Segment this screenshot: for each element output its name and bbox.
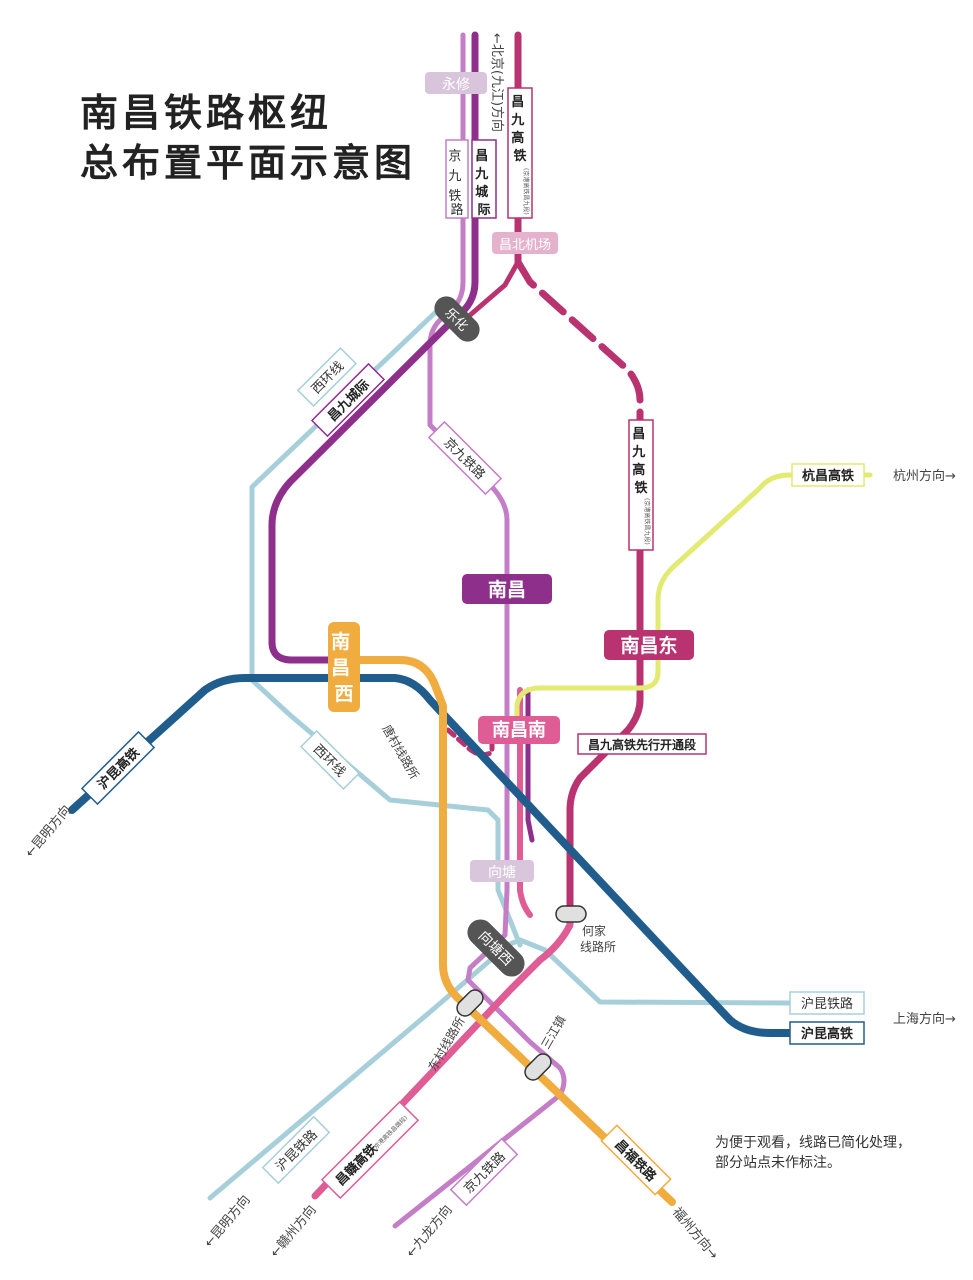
station-changbei-airport-box xyxy=(492,232,558,254)
label-jingjiu-diag: 京九铁路 xyxy=(427,420,503,496)
label-changjiu-early: 昌九高铁先行开通段 xyxy=(588,737,697,752)
cji-c2: 九 xyxy=(474,167,488,182)
station-nanchang-west-box xyxy=(328,622,360,712)
station-nanchang-west-char1: 南 xyxy=(331,631,350,653)
label-huokun-hsr-east-box xyxy=(789,1021,865,1045)
label-changjiu-early-box xyxy=(577,733,707,755)
station-sanjiang-label: 三江镇 xyxy=(538,1013,568,1051)
disclaimer-line2: 部分站点未作标注。 xyxy=(715,1155,841,1171)
junction-hejia-label-2: 线路所 xyxy=(580,939,616,954)
cjh-top-c1: 昌 xyxy=(511,95,524,110)
cji-c1: 昌 xyxy=(475,149,488,164)
label-huokun-rail-east-box xyxy=(789,991,865,1015)
jingjiu-top-c1: 京 xyxy=(448,149,461,164)
station-nanchang-east[interactable]: 南昌东 xyxy=(620,634,677,657)
cjh-mid-c2: 九 xyxy=(631,445,645,460)
label-xihuan-top: 西环线 xyxy=(296,346,358,408)
label-changjiu-hsr-top: 昌 九 高 铁 xyxy=(510,95,529,164)
label-changjiu-hsr-mid: 昌 九 高 铁 xyxy=(631,427,650,496)
cjh-top-c3: 高 xyxy=(511,130,524,146)
cji-c3: 城 xyxy=(475,184,488,200)
label-changjiu-intercity-box xyxy=(471,139,497,219)
jingjiu-top-c3: 铁 xyxy=(448,189,461,204)
station-nanchang-box xyxy=(462,574,552,604)
jingjiu-top-c2: 九 xyxy=(448,169,461,184)
dongcun-junction-marker xyxy=(456,989,484,1017)
cjh-mid-c1: 昌 xyxy=(632,427,645,442)
changgan-hsr-north xyxy=(517,687,533,918)
station-nanchang-west[interactable]: 南 昌 西 xyxy=(331,631,357,705)
changgan-hsr-line xyxy=(311,908,574,1200)
changjiu-intercity-line xyxy=(268,31,479,664)
station-nanchang-west-char2: 昌 xyxy=(331,657,350,679)
cjh-mid-c4: 铁 xyxy=(633,480,647,496)
huokun-hsr-line xyxy=(68,674,794,1037)
label-changjiu-intercity: 昌 九 城 际 xyxy=(474,149,493,218)
direction-kunming-top: ←昆明方向 xyxy=(22,802,75,860)
label-huokun-hsr-west: 沪昆高铁 xyxy=(80,730,156,806)
station-nanchang-west-char3: 西 xyxy=(334,683,353,705)
station-xiangtang-box xyxy=(470,860,534,882)
station-yongxiu[interactable]: 永修 xyxy=(442,77,470,93)
hejia-junction-marker xyxy=(555,905,587,923)
station-lehua-box xyxy=(434,296,480,342)
jingjiu-top-c4: 路 xyxy=(450,202,463,218)
station-nanchang-south-box xyxy=(478,716,560,744)
label-changjiu-hsr-mid-box xyxy=(628,419,654,551)
changjiu-hsr-dashed xyxy=(514,258,644,424)
label-jingjiu-top: 京 九 铁 路 xyxy=(448,149,465,218)
junction-hejia-label-1: 何家 xyxy=(582,923,606,938)
cjh-top-c2: 九 xyxy=(510,113,524,128)
station-xiangtang-west-box xyxy=(467,919,525,977)
label-changjiu-hsr-top-sub: (京港高铁昌九段) xyxy=(522,168,530,215)
label-xihuan-bottom: 西环线 xyxy=(299,729,361,791)
direction-hangzhou: 杭州方向→ xyxy=(893,468,956,484)
label-huokun-rail-east: 沪昆铁路 xyxy=(801,996,853,1012)
label-hangchang-box xyxy=(791,463,865,487)
direction-shanghai: 上海方向→ xyxy=(893,1011,956,1027)
label-jingjiu-top-box xyxy=(445,139,469,219)
changfu-rail-line xyxy=(341,656,676,1206)
cji-c4: 际 xyxy=(477,203,490,218)
label-huokun-hsr-east: 沪昆高铁 xyxy=(801,1026,853,1042)
direction-ganzhou: ←赣州方向 xyxy=(267,1202,320,1260)
label-changjiu-hsr-top-box xyxy=(507,87,533,219)
sanjiang-junction-marker xyxy=(524,1053,552,1081)
direction-kunming-bottom: ←昆明方向 xyxy=(201,1192,254,1250)
station-nanchang[interactable]: 南昌 xyxy=(488,579,526,601)
station-nanchang-east-box xyxy=(604,630,694,660)
disclaimer-line1: 为便于观看，线路已简化处理， xyxy=(715,1135,911,1151)
station-changbei-airport[interactable]: 昌北机场 xyxy=(499,238,551,253)
station-yongxiu-box xyxy=(425,72,487,94)
station-nanchang-south[interactable]: 南昌南 xyxy=(492,719,546,741)
label-changjiu-hsr-mid-sub: (京港高铁昌九段) xyxy=(643,498,651,545)
nanchang-south-link xyxy=(525,687,535,843)
changjiu-hsr-line-airport-link xyxy=(459,259,521,325)
map-title-line1: 南昌铁路枢纽 xyxy=(80,91,333,135)
disclaimer-note: 为便于观看，线路已简化处理， 部分站点未作标注。 xyxy=(715,1133,965,1173)
cjh-top-c4: 铁 xyxy=(512,148,526,164)
huokun-rail-line xyxy=(207,937,793,1201)
xihuan-line xyxy=(249,299,523,948)
map-title-line2: 总布置平面示意图 xyxy=(80,141,417,185)
direction-fuzhou: 福州方向→ xyxy=(669,1204,722,1263)
label-changgan-hsr: 昌赣高铁 (京港高铁昌赣段) xyxy=(320,1100,420,1200)
station-xiangtang[interactable]: 向塘 xyxy=(488,865,516,881)
junction-tangcun-label: 唐村线路所 xyxy=(379,722,422,781)
cjh-mid-c3: 高 xyxy=(632,462,645,478)
label-changfu-rail: 昌福铁路 xyxy=(600,1124,672,1196)
label-hangchang: 杭昌高铁 xyxy=(802,468,854,484)
direction-beijing: ←北京(九江)方向 xyxy=(489,33,505,132)
hangchang-hsr-line xyxy=(514,472,873,723)
